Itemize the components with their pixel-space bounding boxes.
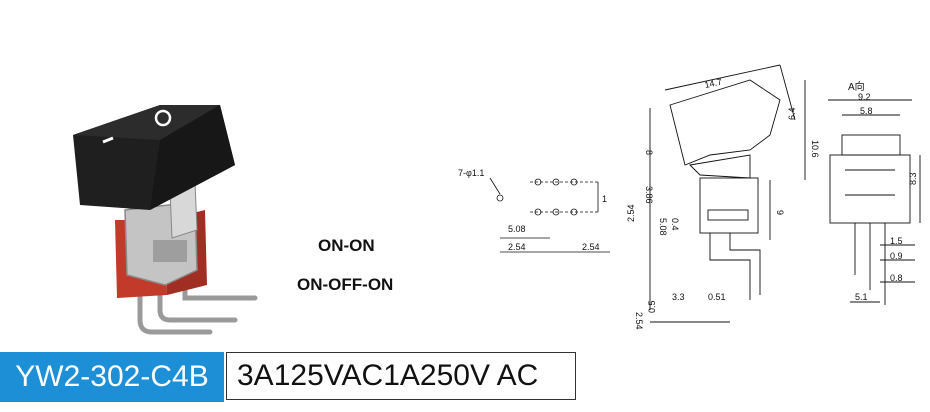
label-dim-1: 1 (602, 194, 607, 204)
label-side-106: 10.6 (810, 140, 820, 158)
label-side-147: 14.7 (704, 77, 723, 90)
label-side-04: 0.4 (670, 218, 680, 231)
label-side-8: 8 (644, 150, 654, 155)
product-photo (73, 105, 258, 335)
label-front-83: 8.3 (908, 172, 918, 185)
model-number: YW2-302-C4B (0, 352, 224, 402)
label-side-254b: 2.54 (634, 312, 644, 330)
electrical-rating: 3A125VAC1A250V AC (226, 352, 576, 400)
label-pcb-holes: 7-φ1.1 (458, 168, 484, 178)
label-side-64: 6.4 (787, 107, 797, 120)
dimension-drawings: 7-φ1.1 1 5.08 2.54 2.54 14.7 6.4 10.6 (458, 64, 921, 330)
label-side-33: 3.3 (672, 292, 685, 302)
front-view-a (828, 99, 921, 305)
label-dim-254a: 2.54 (508, 242, 526, 252)
circuit-on-off-on: ON-OFF-ON (297, 275, 394, 294)
label-front-51: 5.1 (855, 292, 868, 302)
on-symbol-icon (102, 136, 114, 144)
product-bar: YW2-302-C4B 3A125VAC1A250V AC (0, 352, 576, 402)
label-side-508: 5.08 (658, 218, 668, 236)
off-symbol-icon (154, 109, 172, 127)
label-dim-508: 5.08 (508, 224, 526, 234)
label-front-58: 5.8 (860, 106, 873, 116)
label-dim-254b: 2.54 (582, 242, 600, 252)
label-side-051: 0.51 (708, 292, 726, 302)
label-view-a: A向 (848, 80, 865, 93)
label-front-09: 0.9 (890, 251, 903, 261)
label-front-08: 0.8 (890, 273, 903, 283)
label-side-254: 2.54 (626, 204, 636, 222)
pcb-hole-layout: 7-φ1.1 1 5.08 2.54 2.54 (458, 168, 610, 253)
label-front-15: 1.5 (890, 236, 903, 246)
label-side-05: 0.5 (647, 300, 657, 313)
side-view (649, 64, 806, 323)
circuit-on-on: ON-ON (318, 236, 375, 255)
label-front-92: 9.2 (858, 92, 871, 102)
label-side-9: 9 (775, 210, 785, 215)
label-side-386: 3.86 (644, 186, 654, 204)
